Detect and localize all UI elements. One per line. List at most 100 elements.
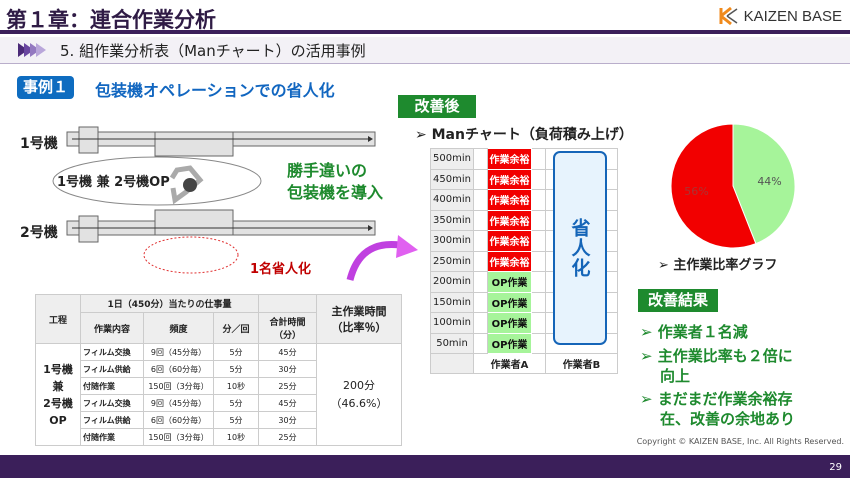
pie-title: ➢ 主作業比率グラフ — [658, 258, 778, 273]
operator-icon — [169, 165, 204, 205]
operator-label: 1号機 兼 2号機OP — [57, 175, 170, 190]
diagram-note: 勝手違いの 包装機を導入 — [287, 161, 384, 202]
pie-slice — [732, 123, 796, 245]
machine-2-label: 2号機 — [20, 225, 58, 241]
table-cell: 6回（60分毎） — [143, 360, 214, 378]
case-title: 包装機オペレーションでの省人化 — [95, 81, 335, 100]
layout-diagram — [52, 126, 418, 281]
table-cell: 5分 — [213, 411, 259, 429]
header-total: 合計時間 （分） — [258, 312, 317, 344]
header-freq: 頻度 — [143, 312, 214, 344]
pie-chart: 44%56% — [670, 123, 796, 249]
time-label: 500min — [430, 148, 474, 170]
work-block: OP作業 — [487, 332, 532, 354]
slack-block: 作業余裕 — [487, 250, 532, 272]
table-cell: 10秒 — [213, 377, 259, 395]
case-badge: 事例１ — [17, 76, 74, 99]
table-cell: 30分 — [258, 360, 317, 378]
saving-label: 1名省人化 — [250, 262, 312, 277]
time-label: 400min — [430, 189, 474, 211]
worker-a-label: 作業者A — [473, 353, 546, 374]
machine-1 — [66, 126, 376, 157]
table-cell: 30分 — [258, 411, 317, 429]
slack-block: 作業余裕 — [487, 168, 532, 190]
pie-slice — [670, 123, 757, 249]
workload-table: 工程 1日（450分）当たりの仕事量 主作業時間 （比率％） 作業内容 頻度 分… — [35, 294, 402, 446]
time-label: 350min — [430, 209, 474, 231]
result-text: 主作業比率も２倍に 向上 — [657, 347, 793, 385]
header-content: 作業内容 — [80, 312, 144, 344]
header-rule — [0, 30, 850, 34]
table-cell: 5分 — [213, 394, 259, 412]
time-label: 150min — [430, 291, 474, 313]
section-title: 5. 組作業分析表（Manチャート）の活用事例 — [60, 41, 366, 60]
table-cell: フィルム交換 — [80, 343, 144, 361]
time-label: 100min — [430, 312, 474, 334]
table-cell: 9回（45分毎） — [143, 343, 214, 361]
header-per: 分／回 — [213, 312, 259, 344]
table-cell: フィルム交換 — [80, 394, 144, 412]
table-cell: 6回（60分毎） — [143, 411, 214, 429]
table-cell: 9回（45分毎） — [143, 394, 214, 412]
kaizen-logo-icon — [719, 6, 738, 26]
chapter-title: 第１章：連合作業分析 — [6, 8, 216, 32]
slack-block: 作業余裕 — [487, 148, 532, 170]
table-cell: 付随作業 — [80, 377, 144, 395]
header-process: 工程 — [35, 294, 81, 344]
logo-text: KAIZEN BASE — [743, 7, 842, 25]
result-text: 作業者１名減 — [657, 323, 748, 341]
result-item: ➢ まだまだ作業余裕存 在、改善の余地あり — [640, 390, 796, 428]
time-label: 200min — [430, 271, 474, 293]
table-cell: フィルム供給 — [80, 360, 144, 378]
header-daily: 1日（450分）当たりの仕事量 — [80, 294, 259, 313]
header-main: 主作業時間 （比率％） — [316, 294, 402, 344]
work-block: OP作業 — [487, 271, 532, 293]
slack-block: 作業余裕 — [487, 209, 532, 231]
table-cell: 45分 — [258, 394, 317, 412]
result-item: ➢ 作業者１名減 — [640, 323, 748, 341]
copyright: Copyright © KAIZEN BASE, Inc. All Rights… — [636, 437, 844, 446]
table-cell: フィルム供給 — [80, 411, 144, 429]
pie-label: 56% — [684, 185, 708, 198]
result-item: ➢ 主作業比率も２倍に 向上 — [640, 347, 793, 385]
arrows-icon — [18, 43, 46, 57]
table-cell: 5分 — [213, 360, 259, 378]
man-chart-title-text: Manチャート（負荷積み上げ） — [431, 127, 633, 143]
pie-title-text: 主作業比率グラフ — [673, 258, 778, 273]
time-label: 50min — [430, 332, 474, 354]
table-cell: 150回（3分毎） — [143, 428, 214, 446]
man-chart-title: ➢ Manチャート（負荷積み上げ） — [415, 127, 633, 143]
table-cell: 付随作業 — [80, 428, 144, 446]
work-block: OP作業 — [487, 312, 532, 334]
slack-block: 作業余裕 — [487, 189, 532, 211]
table-cell: 25分 — [258, 428, 317, 446]
table-cell: 10秒 — [213, 428, 259, 446]
time-label: 450min — [430, 168, 474, 190]
table-cell: 5分 — [213, 343, 259, 361]
worker-b-saved: 省人化 — [553, 151, 607, 345]
slack-block: 作業余裕 — [487, 230, 532, 252]
time-label: 250min — [430, 250, 474, 272]
page-number: 29 — [829, 462, 842, 473]
work-block: OP作業 — [487, 291, 532, 313]
footer-bar — [0, 455, 850, 478]
section-header: 5. 組作業分析表（Manチャート）の活用事例 — [0, 37, 850, 64]
table-cell: 150回（3分毎） — [143, 377, 214, 395]
man-chart: 500min 作業余裕 450min 作業余裕 400min 作業余裕 350min 作業余裕… — [430, 148, 618, 374]
table-cell: 45分 — [258, 343, 317, 361]
process-cell: 1号機 兼 2号機 OP — [35, 343, 81, 446]
machine-1-label: 1号機 — [20, 136, 58, 152]
machine-2 — [66, 209, 376, 243]
time-label: 300min — [430, 230, 474, 252]
arrow-icon — [346, 240, 401, 281]
logo: KAIZEN BASE — [717, 6, 842, 26]
main-time-cell: 200分 （46.6%） — [316, 343, 402, 446]
chart-row: 50min OP作業 — [430, 332, 618, 354]
worker-b-label: 作業者B — [545, 353, 618, 374]
table-cell: 25分 — [258, 377, 317, 395]
results-badge: 改善結果 — [638, 289, 718, 312]
